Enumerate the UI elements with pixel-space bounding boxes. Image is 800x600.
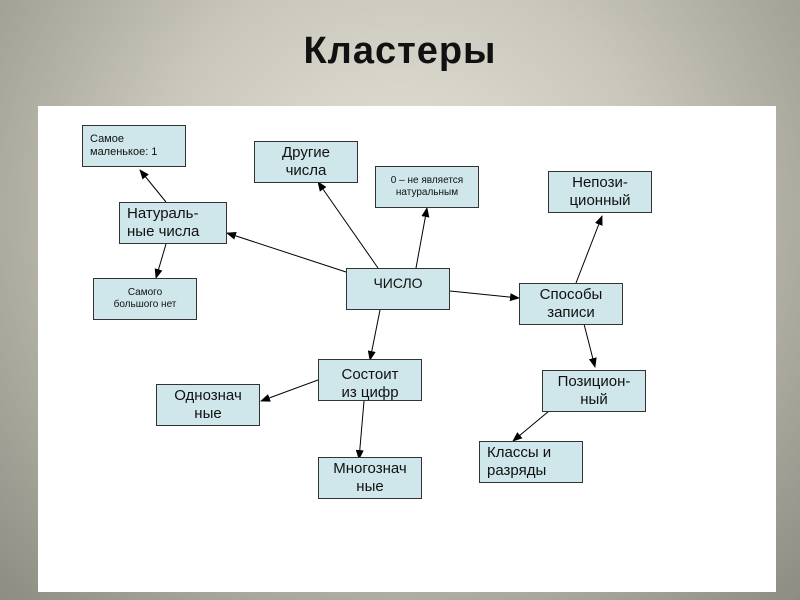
node-multi-digit: Многознач ные <box>318 457 422 499</box>
node-other-numbers: Другие числа <box>254 141 358 183</box>
slide-title: Кластеры <box>303 30 497 72</box>
node-natural-numbers: Натураль- ные числа <box>119 202 227 244</box>
node-number: ЧИСЛО <box>346 268 450 310</box>
node-zero-not-natural: 0 – не является натуральным <box>375 166 479 208</box>
node-classes-and-ranks: Классы и разряды <box>479 441 583 483</box>
node-notation-methods: Способы записи <box>519 283 623 325</box>
node-non-positional: Непози- ционный <box>548 171 652 213</box>
node-smallest: Самое маленькое: 1 <box>82 125 186 167</box>
node-no-largest: Самого большого нет <box>93 278 197 320</box>
node-positional: Позицион- ный <box>542 370 646 412</box>
node-single-digit: Однознач ные <box>156 384 260 426</box>
node-consists-of-digits: Состоит из цифр <box>318 359 422 401</box>
